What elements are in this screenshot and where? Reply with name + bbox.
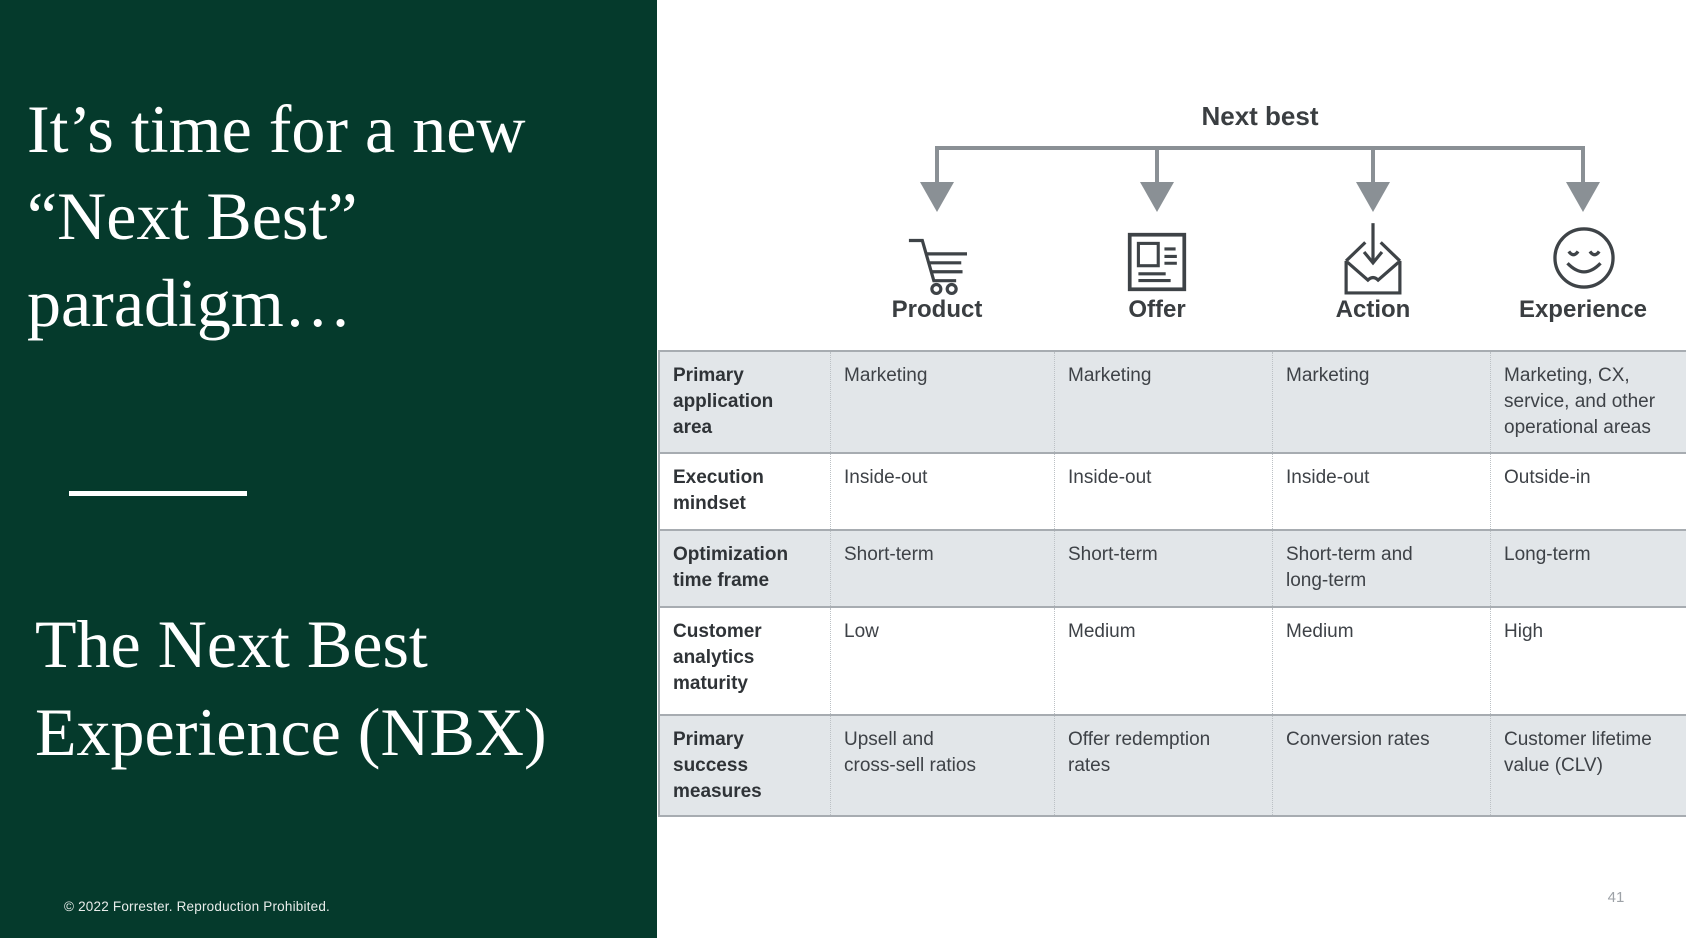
envelope-download-icon [1341, 221, 1405, 297]
arrow-down-icon [1140, 182, 1174, 212]
row-header-cell: Optimization time frame [673, 544, 789, 591]
row-header-cell: Customer analytics maturity [673, 621, 762, 694]
table-cell: Medium [1272, 608, 1490, 714]
subtitle-line: The Next Best [35, 606, 428, 682]
table-cell: Inside-out [1054, 454, 1272, 529]
branch-label-product: Product [891, 296, 983, 323]
table-cell: Short-term [830, 531, 1054, 606]
row-header-cell: Primary success measures [673, 729, 762, 802]
table-cell: Outside-in [1490, 454, 1686, 529]
title-line: “Next Best” [27, 178, 358, 254]
slide-subtitle: The Next Best Experience (NBX) [35, 600, 635, 776]
table-cell: Short-term [1054, 531, 1272, 606]
table-cell: Marketing [1054, 352, 1272, 452]
arrow-down-icon [1356, 182, 1390, 212]
table-cell: Upsell and cross-sell ratios [830, 716, 1054, 815]
title-line: It’s time for a new [27, 91, 526, 167]
table-cell: Short-term and long-term [1272, 531, 1490, 606]
divider-rule [69, 491, 247, 496]
table-cell: High [1490, 608, 1686, 714]
table-cell: Long-term [1490, 531, 1686, 606]
diagram-root-label: Next best [1201, 101, 1319, 131]
table-cell: Marketing, CX, service, and other operat… [1490, 352, 1686, 452]
subtitle-line: Experience (NBX) [35, 694, 547, 770]
table-cell: Medium [1054, 608, 1272, 714]
slide-title: It’s time for a new “Next Best” paradigm… [27, 86, 627, 347]
arrow-down-icon [920, 182, 954, 212]
connector-line [935, 146, 1585, 150]
left-title-panel: It’s time for a new “Next Best” paradigm… [0, 0, 657, 938]
table-row: Primary application area Marketing Marke… [660, 352, 1686, 454]
table-cell: Marketing [830, 352, 1054, 452]
table-cell: Marketing [1272, 352, 1490, 452]
table-row: Optimization time frame Short-term Short… [660, 531, 1686, 608]
branch-label-offer: Offer [1128, 296, 1186, 323]
table-cell: Inside-out [830, 454, 1054, 529]
table-cell: Low [830, 608, 1054, 714]
shopping-cart-icon [905, 236, 969, 296]
flyer-icon [1126, 231, 1188, 293]
row-header-cell: Execution mindset [673, 467, 764, 514]
table-cell: Conversion rates [1272, 716, 1490, 815]
branch-label-action: Action [1335, 296, 1411, 323]
table-cell: Customer lifetime value (CLV) [1490, 716, 1686, 815]
page-number: 41 [1607, 889, 1625, 906]
table-row: Customer analytics maturity Low Medium M… [660, 608, 1686, 716]
arrow-down-icon [1566, 182, 1600, 212]
branch-stub [935, 146, 939, 184]
copyright-footer: © 2022 Forrester. Reproduction Prohibite… [64, 899, 330, 914]
branch-stub [1155, 146, 1159, 184]
table-row: Primary success measures Upsell and cros… [660, 716, 1686, 817]
title-line: paradigm… [27, 265, 352, 341]
table-cell: Offer redemption rates [1054, 716, 1272, 815]
branch-stub [1581, 146, 1585, 184]
table-cell: Inside-out [1272, 454, 1490, 529]
branch-label-experience: Experience [1518, 296, 1648, 323]
comparison-table: Primary application area Marketing Marke… [658, 350, 1686, 817]
branch-stub [1371, 146, 1375, 184]
smiley-face-icon [1551, 225, 1617, 291]
table-row: Execution mindset Inside-out Inside-out … [660, 454, 1686, 531]
row-header-cell: Primary application area [673, 365, 774, 438]
